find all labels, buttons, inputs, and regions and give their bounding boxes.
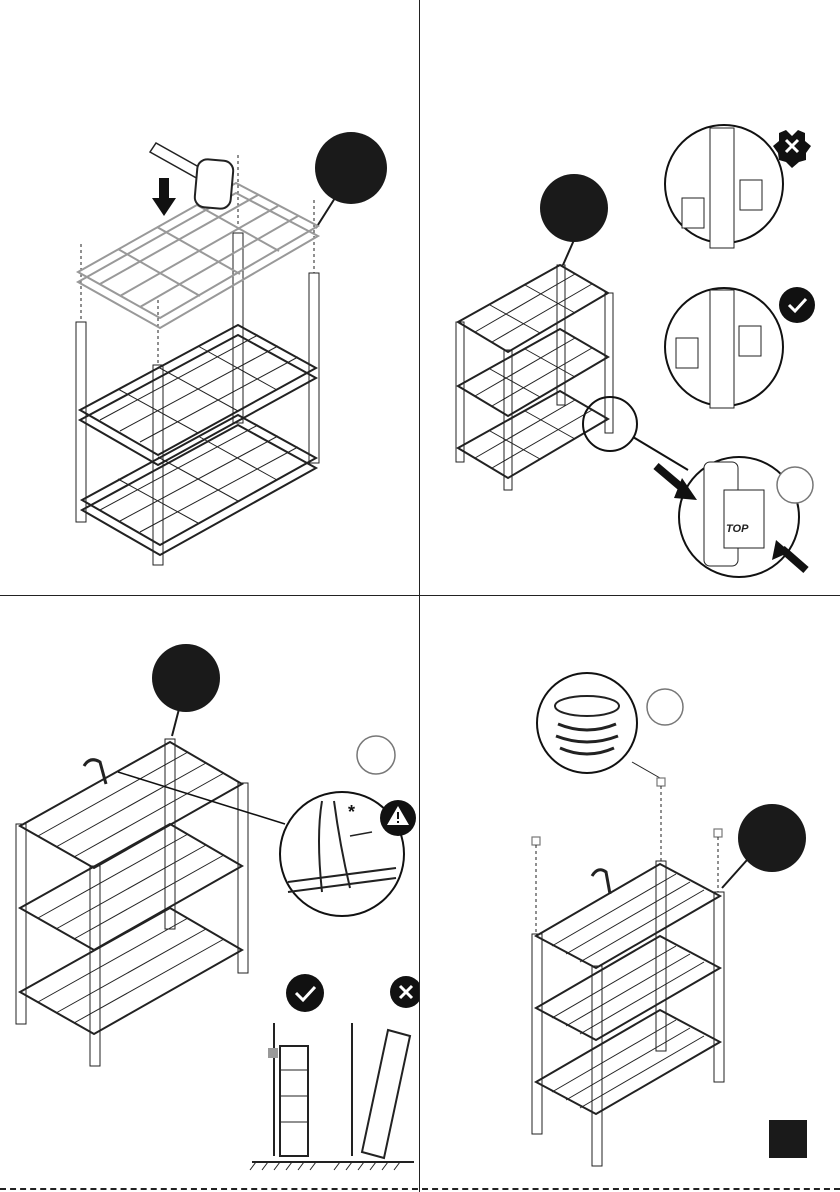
wall-anchor-illustration: * (0, 596, 420, 1192)
step-panel-4 (420, 596, 840, 1192)
step-badge-2 (540, 174, 608, 242)
step-badge-3 (152, 644, 220, 712)
sleeve-detail-illustration: TOP (420, 0, 840, 596)
asterisk-label: * (348, 802, 355, 822)
shelf-mallet-illustration (0, 0, 420, 596)
page-number-box (769, 1120, 807, 1158)
step-panel-1 (0, 0, 420, 596)
check-icon (779, 287, 815, 323)
end-cap-illustration (420, 596, 840, 1192)
cut-line (0, 1188, 840, 1190)
step-badge-4 (738, 804, 806, 872)
step-badge-1 (315, 132, 387, 204)
step-panel-2: TOP (420, 0, 840, 596)
step-panel-3: * (0, 596, 420, 1192)
check-icon (286, 974, 324, 1012)
x-icon (390, 976, 420, 1008)
warning-icon (380, 800, 416, 836)
arrow-down-icon (152, 178, 176, 216)
sleeve-top-label: TOP (726, 523, 749, 535)
